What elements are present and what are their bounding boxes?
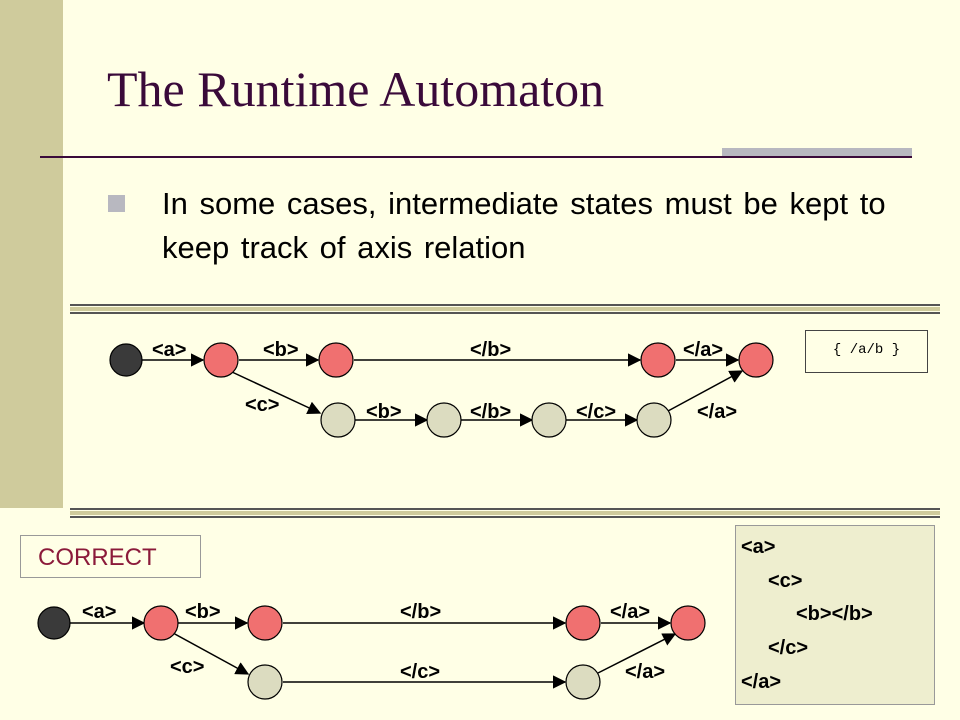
bottom-edge-c bbox=[172, 632, 250, 675]
top-start-state bbox=[109, 343, 143, 377]
bottom-edge-lower-a-close bbox=[597, 633, 677, 674]
bottom-lower-state-1 bbox=[247, 664, 283, 700]
top-label-c: <c> bbox=[245, 394, 279, 416]
bullet-square-icon bbox=[108, 195, 125, 212]
bottom-automaton-labels: <a> <b> </b> </a> <c> </c> </a> bbox=[82, 601, 665, 683]
top-lower-state-4 bbox=[636, 402, 672, 438]
title-underline bbox=[40, 156, 912, 158]
doc-line-1: <a> bbox=[741, 536, 776, 558]
top-lower-state-1 bbox=[320, 402, 356, 438]
top-edge-c bbox=[231, 371, 322, 414]
bottom-state-2 bbox=[247, 605, 283, 641]
top-state-2 bbox=[318, 342, 354, 378]
top-label-a-close: </a> bbox=[683, 339, 723, 361]
bottom-automaton-states bbox=[37, 605, 706, 700]
correct-label: CORRECT bbox=[38, 544, 157, 571]
top-label-lower-c-close: </c> bbox=[576, 401, 616, 423]
bottom-automaton-edges bbox=[69, 616, 677, 689]
top-label-lower-b-close: </b> bbox=[470, 401, 511, 423]
correct-label-box: CORRECT bbox=[20, 535, 201, 578]
top-lower-state-3 bbox=[531, 402, 567, 438]
bottom-label-c-close: </c> bbox=[400, 661, 440, 683]
top-edge-lower-a-close bbox=[667, 370, 744, 412]
result-annotation-text: { /a/b } bbox=[832, 342, 901, 358]
bottom-label-b: <b> bbox=[185, 601, 221, 623]
bottom-start-state bbox=[37, 606, 71, 640]
result-annotation-box: { /a/b } bbox=[805, 330, 928, 373]
top-label-b: <b> bbox=[263, 339, 299, 361]
top-lower-state-2 bbox=[426, 402, 462, 438]
top-state-3 bbox=[640, 342, 676, 378]
top-state-accept bbox=[738, 342, 774, 378]
bottom-label-b-close: </b> bbox=[400, 601, 441, 623]
title-underline-accent bbox=[722, 148, 912, 156]
top-label-a: <a> bbox=[152, 339, 186, 361]
bottom-label-c: <c> bbox=[170, 656, 204, 678]
doc-line-5: </a> bbox=[741, 671, 782, 693]
top-label-lower-b: <b> bbox=[366, 401, 402, 423]
top-automaton-states bbox=[109, 342, 774, 438]
slide-title: The Runtime Automaton bbox=[107, 61, 605, 117]
top-label-b-close: </b> bbox=[470, 339, 511, 361]
top-label-lower-a-close: </a> bbox=[697, 401, 737, 423]
bottom-lower-state-2 bbox=[565, 664, 601, 700]
bottom-label-a-close: </a> bbox=[610, 601, 650, 623]
doc-line-4: </c> bbox=[768, 637, 809, 659]
bottom-label-lower-a-close: </a> bbox=[625, 661, 665, 683]
bottom-state-accept bbox=[670, 605, 706, 641]
top-separator bbox=[70, 304, 940, 314]
doc-line-2: <c> bbox=[768, 570, 803, 592]
bottom-state-1 bbox=[143, 605, 179, 641]
doc-line-3: <b></b> bbox=[796, 603, 873, 625]
bottom-state-3 bbox=[565, 605, 601, 641]
xml-document-box: <a> <c> <b></b> </c> </a> bbox=[735, 525, 935, 705]
top-state-1 bbox=[203, 342, 239, 378]
bottom-label-a: <a> bbox=[82, 601, 116, 623]
left-decor-bar bbox=[0, 0, 63, 508]
top-automaton-edges bbox=[142, 353, 744, 427]
top-automaton-labels: <a> <b> </b> </a> <c> <b> </b> </c> </a> bbox=[152, 339, 737, 423]
bottom-separator bbox=[70, 508, 940, 518]
bullet-text: In some cases, intermediate states must … bbox=[162, 186, 886, 265]
